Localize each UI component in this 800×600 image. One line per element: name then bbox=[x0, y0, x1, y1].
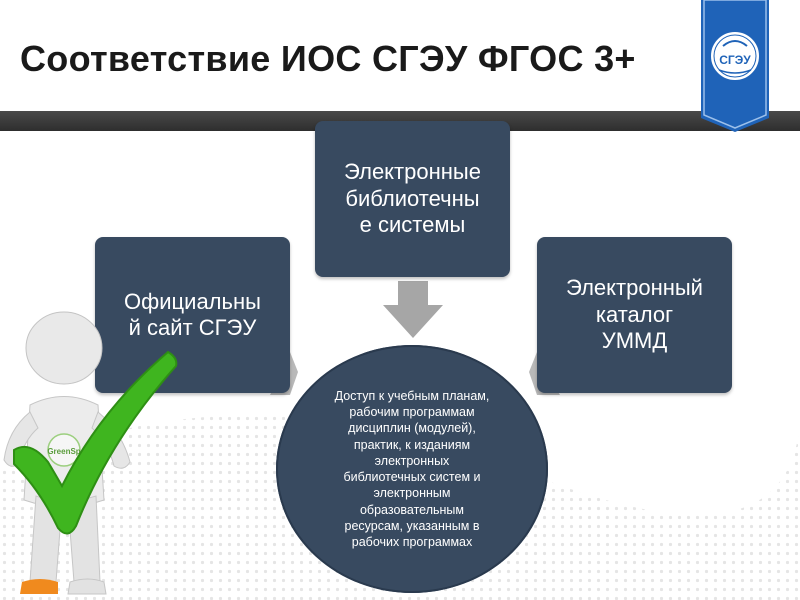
box-left-label: Официальны й сайт СГЭУ bbox=[124, 288, 261, 340]
slide-title: Соответствие ИОС СГЭУ ФГОС 3+ bbox=[20, 38, 636, 79]
mascot-figure: GreenSp bbox=[3, 311, 178, 595]
box-electronic-catalog: Электронный каталог УММД bbox=[537, 237, 732, 393]
center-circle: Доступ к учебным планам, рабочим програм… bbox=[276, 345, 548, 593]
center-circle-text: Доступ к учебным планам, рабочим програм… bbox=[334, 388, 490, 549]
box-right-label: Электронный каталог УММД bbox=[566, 275, 703, 354]
mascot-badge-text: GreenSp bbox=[47, 447, 80, 456]
box-electronic-library-systems: Электронные библиотечны е системы bbox=[315, 121, 510, 277]
check-mark-icon bbox=[13, 350, 178, 535]
university-logo: СГЭУ bbox=[701, 0, 769, 132]
box-top-label: Электронные библиотечны е системы bbox=[344, 159, 481, 238]
svg-text:СГЭУ: СГЭУ bbox=[719, 53, 751, 67]
box-official-site: Официальны й сайт СГЭУ bbox=[95, 237, 290, 393]
